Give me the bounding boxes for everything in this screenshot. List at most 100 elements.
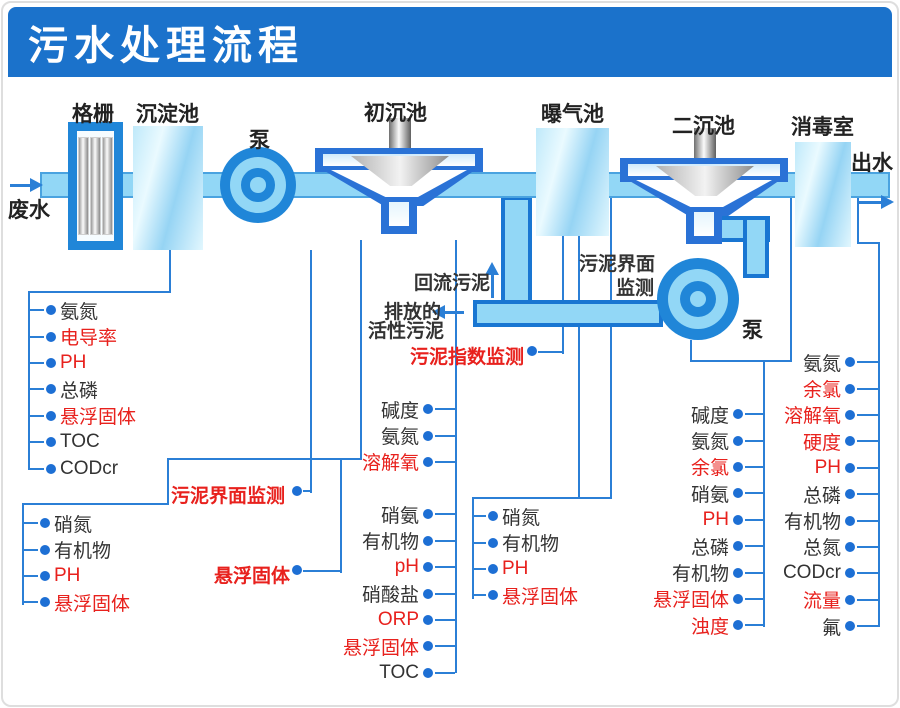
bullet-icon <box>845 594 855 605</box>
screen-bar <box>90 137 101 235</box>
bullet-icon <box>733 620 743 631</box>
bullet-icon <box>488 511 498 522</box>
label-effluent: 出水 <box>851 152 893 175</box>
line-aeration-drop2 <box>578 236 580 499</box>
line-secondary-top <box>690 360 792 362</box>
line-aeration-drop1 <box>562 236 564 354</box>
bullet-icon <box>423 430 433 441</box>
line-aerationout-top <box>472 497 612 499</box>
return-arrow-icon <box>485 262 499 275</box>
line-sludge-horizontal <box>167 458 362 460</box>
param-row: 氨氮 <box>30 297 170 323</box>
line-effluent-trunk <box>878 242 880 627</box>
bullet-icon <box>423 456 433 467</box>
label-discharge-1: 排放的 <box>384 302 442 323</box>
label-pump1: 泵 <box>249 129 270 152</box>
line-interstage-drop <box>610 198 612 499</box>
pump-1 <box>220 147 296 223</box>
label-screen: 格栅 <box>72 103 114 126</box>
param-row: 悬浮固体 <box>618 586 763 612</box>
discharge-arrow-icon <box>432 305 445 319</box>
bullet-icon <box>845 436 855 447</box>
bullet-icon <box>46 384 56 395</box>
bullet-icon <box>40 597 50 608</box>
param-row: 溶解氧 <box>315 449 455 475</box>
bullet-icon <box>733 409 743 420</box>
label-primary: 初沉池 <box>364 102 427 125</box>
bullet-icon <box>845 409 855 420</box>
bullet-icon <box>423 641 433 652</box>
bullet-icon <box>40 570 50 581</box>
line-ss-riser <box>340 458 342 573</box>
param-row: 悬浮固体 <box>24 589 164 615</box>
sludge-horizontal-pipe <box>473 300 663 327</box>
param-row: PH <box>718 455 878 481</box>
bullet-icon <box>733 514 743 525</box>
label-pump2: 泵 <box>742 319 763 342</box>
bullet-icon <box>423 535 433 546</box>
bullet-icon <box>423 509 433 520</box>
bullet-icon <box>423 588 433 599</box>
param-row: 有机物 <box>618 559 763 585</box>
line-list2-trunk <box>22 503 24 605</box>
return-sludge-riser-pipe <box>501 196 532 312</box>
bullet-icon <box>733 541 743 552</box>
bullet-icon <box>40 518 50 529</box>
bullet-icon <box>46 357 56 368</box>
param-row: PH <box>618 507 763 533</box>
param-row: 氟 <box>718 613 878 639</box>
line-influent-elbow <box>28 291 171 293</box>
bullet-icon <box>733 488 743 499</box>
screen-bar <box>102 137 113 235</box>
label-sludge-interface-monitor: 污泥界面监测 <box>171 486 286 507</box>
title-banner: 污水处理流程 <box>8 7 892 77</box>
secondary-outlet-pipe-v <box>743 216 769 278</box>
bullet-icon <box>733 567 743 578</box>
page-title: 污水处理流程 <box>28 24 304 68</box>
param-row: 悬浮固体 <box>474 582 614 608</box>
bullet-icon <box>46 305 56 316</box>
return-arrow-icon <box>491 274 494 298</box>
bullet-icon <box>292 565 302 575</box>
aeration-param-list: 碱度 氨氮 溶解氧 硝氨 有机物 pH 硝酸盐 ORP 悬浮固体 TOC <box>315 396 455 686</box>
label-influent: 废水 <box>8 199 50 222</box>
param-row: 硬度 <box>718 428 878 454</box>
bullet-icon <box>527 346 537 356</box>
label-suspended-solids: 悬浮固体 <box>214 566 291 587</box>
bullet-icon <box>488 563 498 574</box>
param-row: 硝氮 <box>474 503 614 529</box>
param-row: 氨氮 <box>315 422 455 448</box>
bullet-icon <box>423 667 433 678</box>
param-row: 有机物 <box>315 528 455 554</box>
param-row: 硝酸盐 <box>315 580 455 606</box>
param-row: 有机物 <box>474 529 614 555</box>
param-row: 有机物 <box>24 536 164 562</box>
line-index-stub <box>538 351 564 353</box>
screen-bar <box>78 137 89 235</box>
param-row: TOC <box>30 429 170 455</box>
label-settling: 沉淀池 <box>136 103 199 126</box>
label-disinfection: 消毒室 <box>791 116 854 139</box>
effluent-arrow-icon <box>881 195 894 209</box>
bar-screen-unit <box>68 122 123 250</box>
line-aerationout-trunk <box>472 497 474 599</box>
line-primary-outlet-drop <box>360 240 362 460</box>
param-row: 氨氮 <box>618 427 763 453</box>
bullet-icon <box>46 463 56 474</box>
disinfection-room <box>795 142 851 247</box>
param-row: 碱度 <box>315 396 455 422</box>
influent-param-list: 氨氮 电导率 PH 总磷 悬浮固体 TOC CODcr <box>30 297 170 482</box>
label-secondary: 二沉池 <box>672 115 735 138</box>
param-row: CODcr <box>718 560 878 586</box>
label-return-sludge: 回流污泥 <box>414 273 491 294</box>
bullet-icon <box>845 489 855 500</box>
bullet-icon <box>46 331 56 342</box>
param-row: 有机物 <box>718 507 878 533</box>
bullet-icon <box>292 486 302 496</box>
param-row: PH <box>474 556 614 582</box>
param-row: pH <box>315 554 455 580</box>
line-pump2-drop <box>690 340 692 360</box>
param-row: 氨氮 <box>718 349 878 375</box>
param-row: 悬浮固体 <box>30 403 170 429</box>
effluent-param-list: 氨氮 余氯 溶解氧 硬度 PH 总磷 有机物 总氮 CODcr 流量 氟 <box>718 349 878 639</box>
